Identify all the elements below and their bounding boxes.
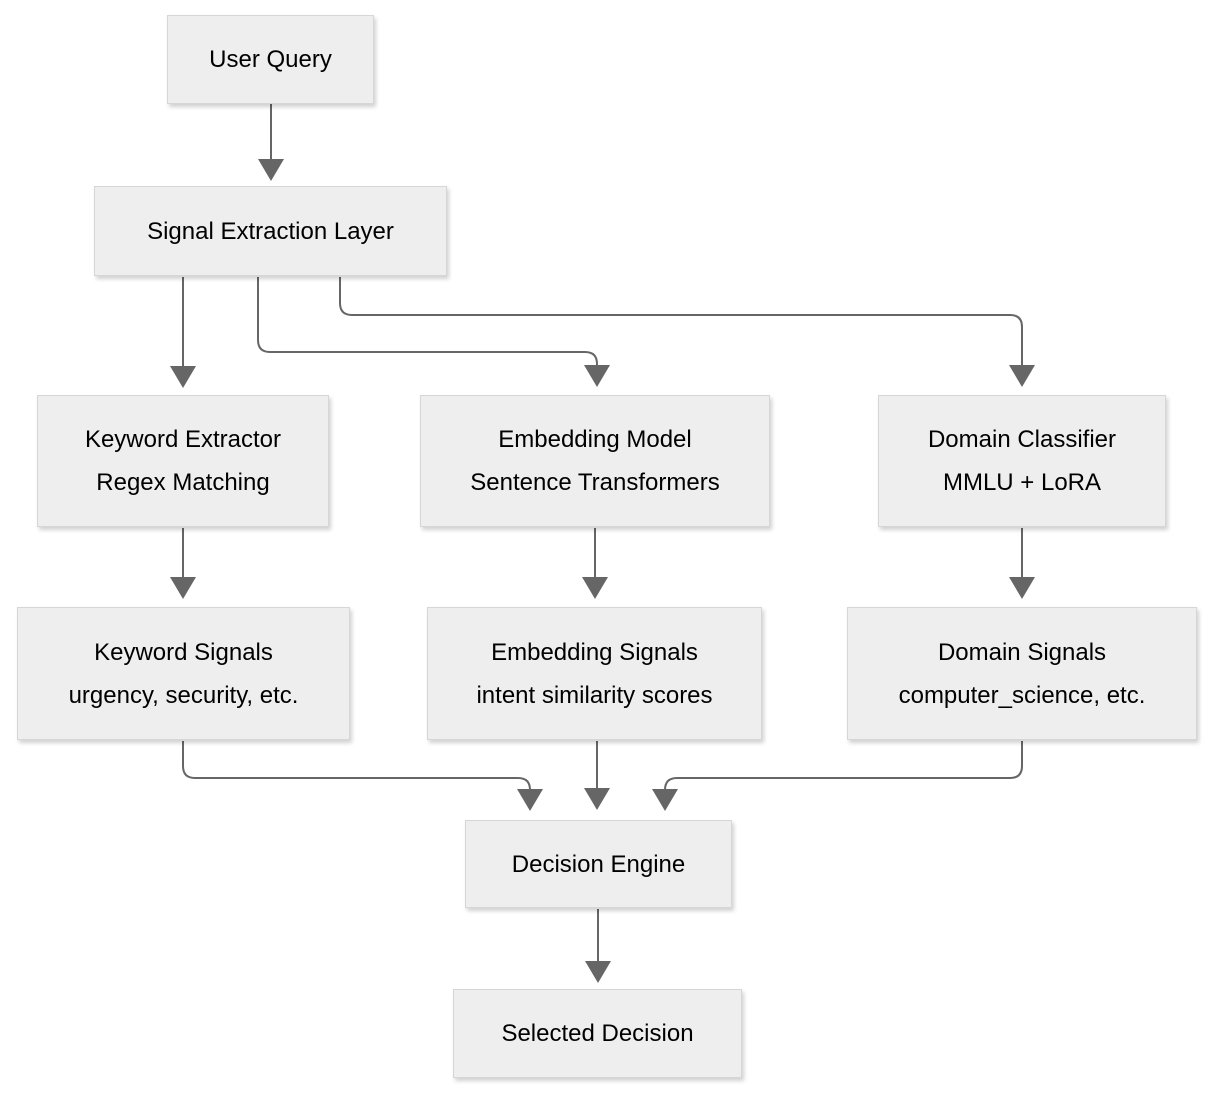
edge-domain-signals-to-decision-engine	[652, 741, 1023, 811]
edge-signal-extraction-layer-to-embedding-model	[257, 277, 610, 387]
node-user-query: User Query	[167, 15, 374, 104]
node-domain-signals-subtitle: computer_science, etc.	[898, 681, 1146, 709]
edge-domain-classifier-to-domain-signals	[1009, 528, 1035, 599]
node-domain-classifier-subtitle: MMLU + LoRA	[942, 469, 1102, 496]
edge-signal-extraction-layer-to-domain-classifier	[339, 277, 1035, 387]
node-embedding-model-title: Embedding Model	[498, 426, 692, 453]
node-decision-engine: Decision Engine	[465, 820, 732, 908]
node-domain-classifier: Domain Classifier MMLU + LoRA	[878, 395, 1166, 527]
edge-decision-engine-to-selected-decision	[585, 909, 611, 983]
node-domain-signals: Domain Signals computer_science, etc.	[847, 607, 1197, 740]
node-domain-signals-title: Domain Signals	[937, 638, 1107, 666]
node-keyword-extractor-title: Keyword Extractor	[84, 426, 282, 453]
edge-embedding-signals-to-decision-engine	[584, 741, 610, 810]
edge-embedding-model-to-embedding-signals	[582, 528, 608, 599]
node-user-query-label: User Query	[209, 46, 332, 73]
node-embedding-model: Embedding Model Sentence Transformers	[420, 395, 770, 527]
node-keyword-signals-subtitle: urgency, security, etc.	[68, 681, 299, 709]
node-embedding-signals-title: Embedding Signals	[491, 638, 698, 666]
node-embedding-signals: Embedding Signals intent similarity scor…	[427, 607, 762, 740]
node-selected-decision: Selected Decision	[453, 989, 742, 1078]
node-signal-extraction-layer-label: Signal Extraction Layer	[147, 217, 394, 245]
node-keyword-extractor-subtitle: Regex Matching	[96, 469, 270, 496]
node-signal-extraction-layer: Signal Extraction Layer	[94, 186, 447, 276]
node-keyword-signals: Keyword Signals urgency, security, etc.	[17, 607, 350, 740]
node-keyword-signals-title: Keyword Signals	[94, 638, 273, 666]
node-decision-engine-label: Decision Engine	[511, 850, 686, 878]
node-selected-decision-label: Selected Decision	[501, 1020, 694, 1047]
node-embedding-signals-subtitle: intent similarity scores	[476, 681, 713, 709]
node-keyword-extractor: Keyword Extractor Regex Matching	[37, 395, 329, 527]
edge-keyword-extractor-to-keyword-signals	[170, 528, 196, 599]
edge-keyword-signals-to-decision-engine	[182, 741, 543, 811]
edge-user-query-to-signal-extraction-layer	[258, 104, 284, 181]
node-domain-classifier-title: Domain Classifier	[927, 426, 1117, 453]
node-embedding-model-subtitle: Sentence Transformers	[470, 469, 720, 496]
edge-signal-extraction-layer-to-keyword-extractor	[170, 277, 196, 388]
